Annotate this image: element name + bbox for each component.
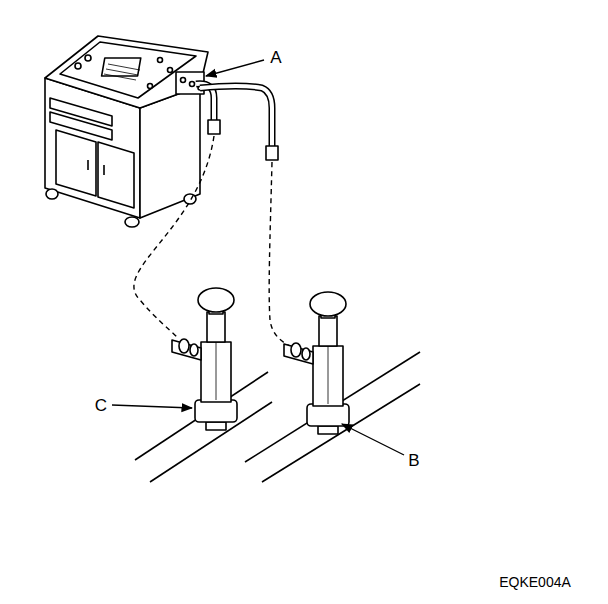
figure-number-holder: EQKE004A [499, 575, 571, 589]
jack [284, 292, 349, 434]
callout-letter-holder: C [95, 397, 107, 414]
test-console [45, 36, 208, 227]
figure-number: EQKE004A [499, 575, 571, 589]
callout-letter: A [270, 49, 281, 66]
leader-line [112, 60, 404, 455]
hose [134, 84, 290, 346]
callout-letter: B [408, 452, 419, 469]
callout-letter-holder: A [270, 49, 281, 66]
callout-letter-holder: B [408, 452, 419, 469]
callout-letter: C [95, 397, 107, 414]
rail [135, 352, 420, 482]
jack [172, 288, 237, 430]
